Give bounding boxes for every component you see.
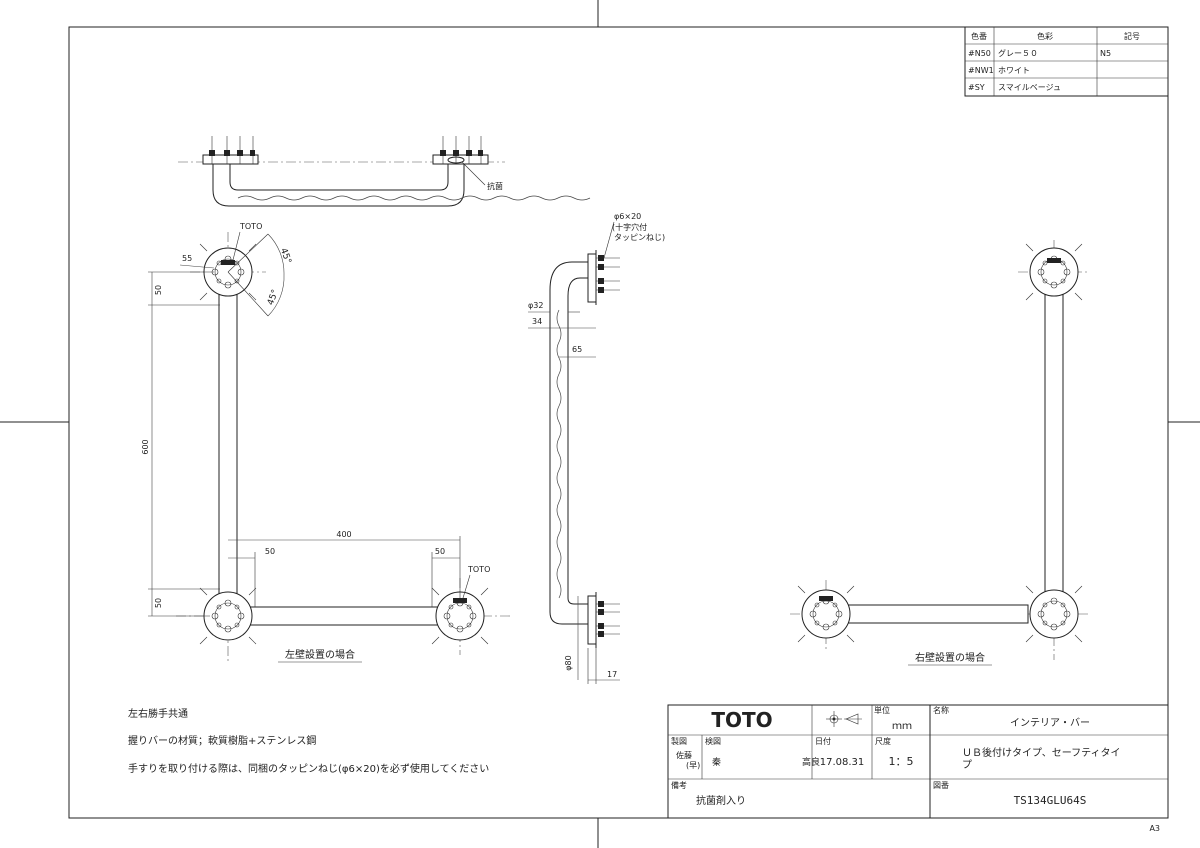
left-dim-45-upper: 45° — [278, 247, 293, 265]
scale-label: 尺度 — [875, 736, 891, 746]
side-dim-34: 34 — [532, 317, 542, 326]
color-name-n50: グレー５０ — [998, 48, 1038, 58]
color-code-nw1: #NW1 — [968, 66, 994, 75]
drawn-value: 佐藤 — [676, 750, 692, 760]
color-code-n50: #N50 — [968, 49, 991, 58]
side-view: φ6×20 (十字穴付 タッピンねじ) φ32 34 65 φ80 17 — [528, 212, 665, 684]
side-dim-d32: φ32 — [528, 301, 543, 310]
left-logo-callout-top: TOTO — [239, 222, 262, 231]
left-dim-400: 400 — [336, 530, 351, 539]
side-screw-type: (十字穴付 — [612, 222, 647, 232]
right-end-flange — [801, 589, 851, 639]
right-install-view: 右壁設置の場合 — [790, 240, 1090, 666]
projection-symbol-icon — [826, 711, 862, 727]
unit-value: ｍｍ — [892, 721, 912, 732]
left-dim-50-left: 50 — [265, 547, 275, 556]
color-table-header-name: 色彩 — [1037, 31, 1053, 41]
side-dim-65: 65 — [572, 345, 582, 354]
drawn-label: 製図 — [671, 736, 687, 746]
color-symbol-n50: N5 — [1100, 49, 1111, 58]
unit-label: 単位 — [874, 705, 890, 715]
note-line-2: 握りバーの材質；軟質樹脂+ステンレス鋼 — [128, 734, 316, 747]
subname-value-line2: プ — [962, 759, 972, 771]
side-screw-type-2: タッピンねじ) — [614, 233, 665, 242]
remarks-value: 抗菌剤入り — [696, 794, 746, 807]
left-dim-600: 600 — [141, 439, 150, 454]
left-install-view: TOTO TOTO 55 45° 45° 50 600 50 400 50 50 — [141, 222, 510, 663]
drawing-no-value: TS134GLU64S — [1014, 794, 1087, 807]
approved-value: 高良 — [802, 756, 820, 768]
checked-value: 秦 — [712, 756, 721, 768]
note-line-1: 左右勝手共通 — [128, 707, 188, 720]
left-dim-50-bottom: 50 — [154, 598, 163, 608]
side-dim-17: 17 — [607, 670, 617, 679]
left-install-caption: 左壁設置の場合 — [285, 648, 355, 661]
left-dim-45-lower: 45° — [266, 288, 281, 306]
top-view-antibacterial-callout: 抗菌 — [487, 181, 503, 191]
notes: 左右勝手共通 握りバーの材質；軟質樹脂+ステンレス鋼 手すりを取り付ける際は、同… — [128, 707, 489, 775]
left-dim-55: 55 — [182, 254, 192, 263]
drawing-no-label: 図番 — [933, 780, 949, 790]
subname-value-line1: ＵＢ後付けタイプ、セーフティタイ — [962, 746, 1121, 759]
right-corner-flange — [1029, 589, 1079, 639]
toto-logo: TOTO — [711, 708, 772, 732]
right-vertical-bar — [1044, 291, 1064, 603]
drawn-value-alt: (早) — [686, 761, 700, 770]
name-label: 名称 — [933, 705, 949, 715]
left-dim-50-right: 50 — [435, 547, 445, 556]
color-name-sy: スマイルベージュ — [998, 83, 1061, 92]
color-table: 色番 色彩 記号 #N50 グレー５０ N5 #NW1 ホワイト #SY スマイ… — [964, 26, 1169, 97]
right-install-caption: 右壁設置の場合 — [915, 651, 985, 664]
checked-label: 検図 — [705, 736, 721, 746]
color-code-sy: #SY — [968, 83, 985, 92]
date-value: 17.08.31 — [820, 757, 865, 768]
remarks-label: 備考 — [671, 780, 687, 790]
color-table-header-code: 色番 — [971, 31, 987, 41]
left-logo-callout-bottom: TOTO — [467, 565, 490, 574]
name-value: インテリア・バー — [1010, 717, 1090, 729]
left-dim-50-top: 50 — [154, 285, 163, 295]
note-line-3: 手すりを取り付ける際は、同梱のタッピンねじ(φ6×20)を必ず使用してください — [128, 762, 489, 775]
side-dim-d80: φ80 — [564, 655, 573, 670]
right-top-flange — [1029, 247, 1079, 297]
title-block: TOTO 単位 ｍｍ 名称 インテリア・バー 製図 佐藤 (早) 検図 秦 高良… — [667, 704, 1169, 819]
left-corner-flange — [203, 591, 253, 641]
left-horizontal-bar — [245, 606, 439, 626]
scale-value: 1：5 — [889, 755, 914, 768]
date-label: 日付 — [815, 736, 831, 746]
color-name-nw1: ホワイト — [998, 66, 1030, 75]
side-screw-spec: φ6×20 — [614, 212, 641, 221]
top-view: 抗菌 — [178, 136, 591, 207]
color-table-header-symbol: 記号 — [1124, 31, 1140, 41]
right-horizontal-bar — [847, 604, 1029, 624]
sheet-size: A3 — [1149, 824, 1160, 833]
